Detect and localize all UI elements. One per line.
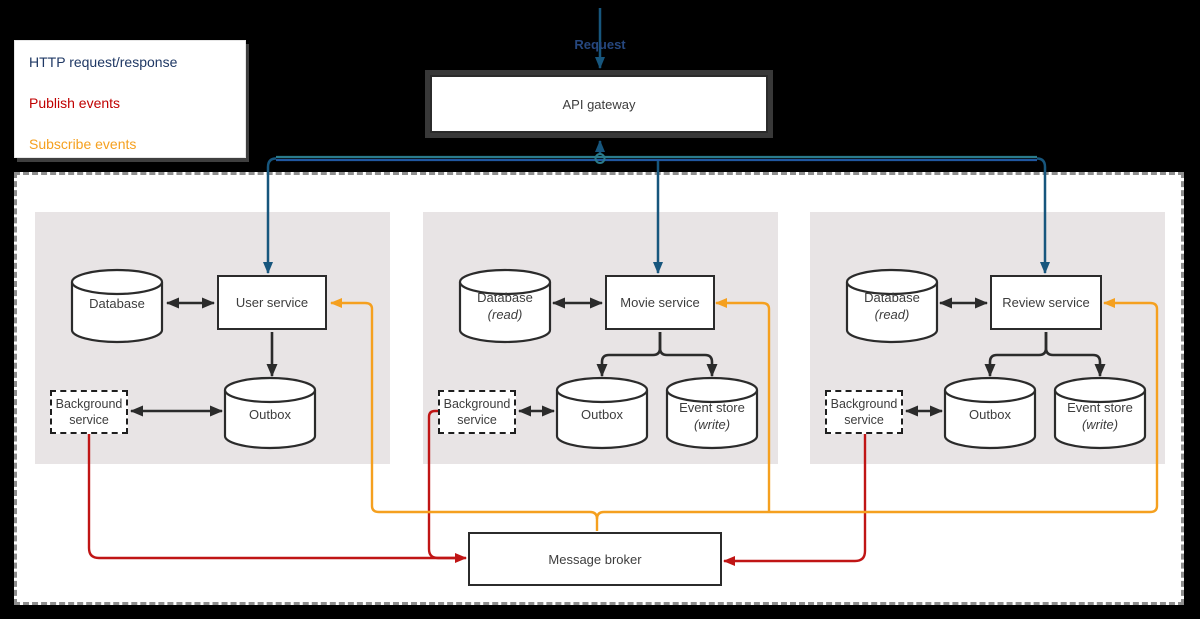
movie-background-service-label: Background service — [443, 396, 511, 427]
message-broker-label: Message broker — [548, 551, 642, 567]
publish-arrows — [87, 409, 867, 566]
movie-database-label: Database (read) — [477, 290, 533, 322]
user-background-service-node: Background service — [50, 390, 128, 434]
review-database-label: Database (read) — [864, 290, 920, 322]
movie-service-eventstore-arrow — [658, 332, 718, 377]
subscribe-bus-left — [370, 505, 599, 531]
user-service-label: User service — [235, 295, 309, 310]
user-outbox-label: Outbox — [249, 407, 291, 422]
review-background-service-node: Background service — [825, 390, 903, 434]
internal-arrows — [130, 297, 1106, 417]
user-database-cylinder — [70, 282, 164, 344]
api-gateway-label: API gateway — [562, 96, 636, 112]
user-outbox-cylinder — [223, 390, 317, 450]
legend-item-http: HTTP request/response — [29, 54, 178, 70]
review-background-service-label: Background service — [830, 396, 898, 427]
review-service-node: Review service — [990, 275, 1102, 330]
api-gateway-node: API gateway — [430, 75, 768, 133]
http-review-service-arrow — [1036, 157, 1050, 274]
legend: HTTP request/response Publish events Sub… — [14, 40, 246, 158]
subscribe-arrows — [330, 298, 1159, 531]
movie-outbox-label: Outbox — [581, 407, 623, 422]
legend-item-subscribe: Subscribe events — [29, 136, 137, 152]
review-eventstore-cylinder — [1053, 390, 1147, 450]
review-outbox-label: Outbox — [969, 407, 1011, 422]
movie-outbox-cylinder-top — [555, 376, 649, 404]
http-user-service-arrow — [263, 157, 277, 274]
user-outbox-cylinder-top — [223, 376, 317, 404]
subscribe-to-user-service-arrow — [330, 298, 374, 506]
user-database-label: Database — [89, 296, 145, 311]
user-database-cylinder-top — [70, 268, 164, 296]
review-database-cylinder — [845, 282, 939, 344]
http-bus-junction — [594, 153, 606, 164]
review-eventstore-label: Event store (write) — [1067, 400, 1133, 432]
review-database-cylinder-top — [845, 268, 939, 296]
movie-outbox-cylinder — [555, 390, 649, 450]
movie-service-outbox-arrow — [596, 332, 662, 377]
user-service-node: User service — [217, 275, 327, 330]
review-outbox-cylinder — [943, 390, 1037, 450]
review-service-label: Review service — [1002, 295, 1090, 310]
movie-eventstore-cylinder — [665, 390, 759, 450]
movie-service-node: Movie service — [605, 275, 715, 330]
user-background-service-label: Background service — [55, 396, 123, 427]
request-arrow-label: Request — [574, 37, 626, 52]
movie-service-label: Movie service — [620, 295, 700, 310]
movie-database-cylinder — [458, 282, 552, 344]
movie-bg-to-broker-arrow — [427, 409, 455, 560]
subscribe-bus-right — [595, 505, 1159, 520]
subscribe-to-movie-service-arrow — [715, 298, 771, 512]
message-broker-node: Message broker — [468, 532, 722, 586]
user-bg-to-broker-arrow — [87, 434, 467, 563]
legend-item-publish: Publish events — [29, 95, 121, 111]
movie-database-cylinder-top — [458, 268, 552, 296]
subscribe-to-review-service-arrow — [1103, 298, 1159, 506]
review-service-outbox-arrow — [984, 332, 1048, 377]
movie-eventstore-cylinder-top — [665, 376, 759, 404]
review-eventstore-cylinder-top — [1053, 376, 1147, 404]
movie-eventstore-label: Event store (write) — [679, 400, 745, 432]
database-cylinders — [70, 268, 1147, 450]
review-service-eventstore-arrow — [1044, 332, 1106, 377]
review-outbox-cylinder-top — [943, 376, 1037, 404]
movie-background-service-node: Background service — [438, 390, 516, 434]
review-bg-to-broker-arrow — [723, 434, 867, 566]
http-arrows — [263, 8, 1050, 274]
